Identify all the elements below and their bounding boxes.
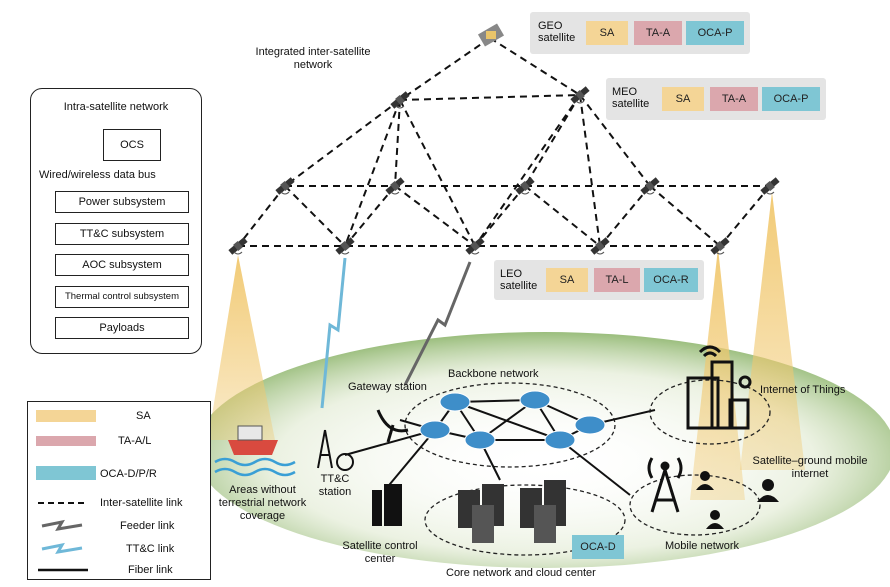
legend-line-samples xyxy=(38,502,88,572)
core-ring xyxy=(424,484,626,556)
leo-satellite-icon xyxy=(709,236,731,256)
oca-d-tag: OCA-D xyxy=(572,535,624,559)
legend-feeder: Feeder link xyxy=(120,520,175,532)
sa-beams xyxy=(208,192,805,500)
intra-satellite-panel: Intra-satellite network OCS Wired/wirele… xyxy=(30,88,202,354)
meo-orbit-box: MEO satellite SA TA-A OCA-P xyxy=(606,78,826,120)
leo-name: LEO satellite xyxy=(500,268,538,292)
subsystem-aoc: AOC subsystem xyxy=(55,254,189,276)
data-bus-label: Wired/wireless data bus xyxy=(39,169,156,182)
ocs-box: OCS xyxy=(103,129,161,161)
areas-label: Areas without terrestrial network covera… xyxy=(218,484,307,522)
leo-satellite-icon xyxy=(384,176,406,196)
legend-fiber: Fiber link xyxy=(128,564,173,576)
antenna-icon xyxy=(317,429,354,471)
router-icons xyxy=(419,390,606,450)
legend-swatch-sa xyxy=(36,410,96,422)
meo-tag-oca: OCA-P xyxy=(762,87,820,111)
iot-label: Internet of Things xyxy=(760,384,846,396)
dish-icon xyxy=(376,409,409,443)
subsystem-power: Power subsystem xyxy=(55,191,189,213)
geo-name: GEO satellite xyxy=(538,20,576,44)
legend-oca: OCA-D/P/R xyxy=(100,468,157,480)
leo-satellite-icon xyxy=(759,176,781,196)
iot-ring xyxy=(649,379,771,445)
legend-ttc: TT&C link xyxy=(126,543,175,555)
legend-swatch-ta xyxy=(36,436,96,446)
feeder-link xyxy=(403,261,472,386)
mobile-label: Mobile network xyxy=(665,540,739,552)
building-icon xyxy=(686,345,752,430)
control-building-icon xyxy=(372,484,402,526)
inter-satellite-links xyxy=(237,37,771,247)
geo-orbit-box: GEO satellite SA TA-A OCA-P xyxy=(530,12,750,54)
legend-ta: TA-A/L xyxy=(118,435,152,447)
ttc-link xyxy=(320,257,347,409)
meo-tag-ta: TA-A xyxy=(710,87,758,111)
geo-tag-ta: TA-A xyxy=(634,21,682,45)
geo-satellite-icon xyxy=(477,23,505,47)
leo-tag-oca: OCA-R xyxy=(644,268,698,292)
server-icon xyxy=(458,480,566,543)
sat-ground-label: Satellite–ground mobile internet xyxy=(752,455,868,480)
intra-title: Intra-satellite network xyxy=(63,101,169,113)
ttc-station-label: TT&C station xyxy=(318,473,352,498)
inter-satellite-label: Integrated inter-satellite network xyxy=(255,46,371,71)
gateway-label: Gateway station xyxy=(348,381,427,393)
subsystem-ttc: TT&C subsystem xyxy=(55,223,189,245)
subsystem-payloads: Payloads xyxy=(55,317,189,339)
subsystem-thermal: Thermal control subsystem xyxy=(55,286,189,308)
geo-tag-sa: SA xyxy=(586,21,628,45)
legend: SA TA-A/L OCA-D/P/R Inter-satellite link… xyxy=(27,401,211,580)
user-icon xyxy=(696,471,779,529)
leo-tag-ta: TA-L xyxy=(594,268,640,292)
geo-tag-oca: OCA-P xyxy=(686,21,744,45)
mobile-ring xyxy=(629,474,761,536)
legend-sa: SA xyxy=(136,410,151,422)
control-center-label: Satellite control center xyxy=(342,540,418,565)
tower-icon xyxy=(647,457,683,513)
backbone-label: Backbone network xyxy=(448,368,539,380)
meo-tag-sa: SA xyxy=(662,87,704,111)
ship-icon xyxy=(214,425,296,477)
core-label: Core network and cloud center xyxy=(446,567,596,579)
leo-tag-sa: SA xyxy=(546,268,588,292)
legend-swatch-oca xyxy=(36,466,96,480)
legend-inter-satellite: Inter-satellite link xyxy=(100,497,183,509)
backbone-ring xyxy=(404,382,616,468)
meo-name: MEO satellite xyxy=(612,86,650,110)
leo-orbit-box: LEO satellite SA TA-L OCA-R xyxy=(494,260,704,300)
leo-satellite-icon xyxy=(639,176,661,196)
